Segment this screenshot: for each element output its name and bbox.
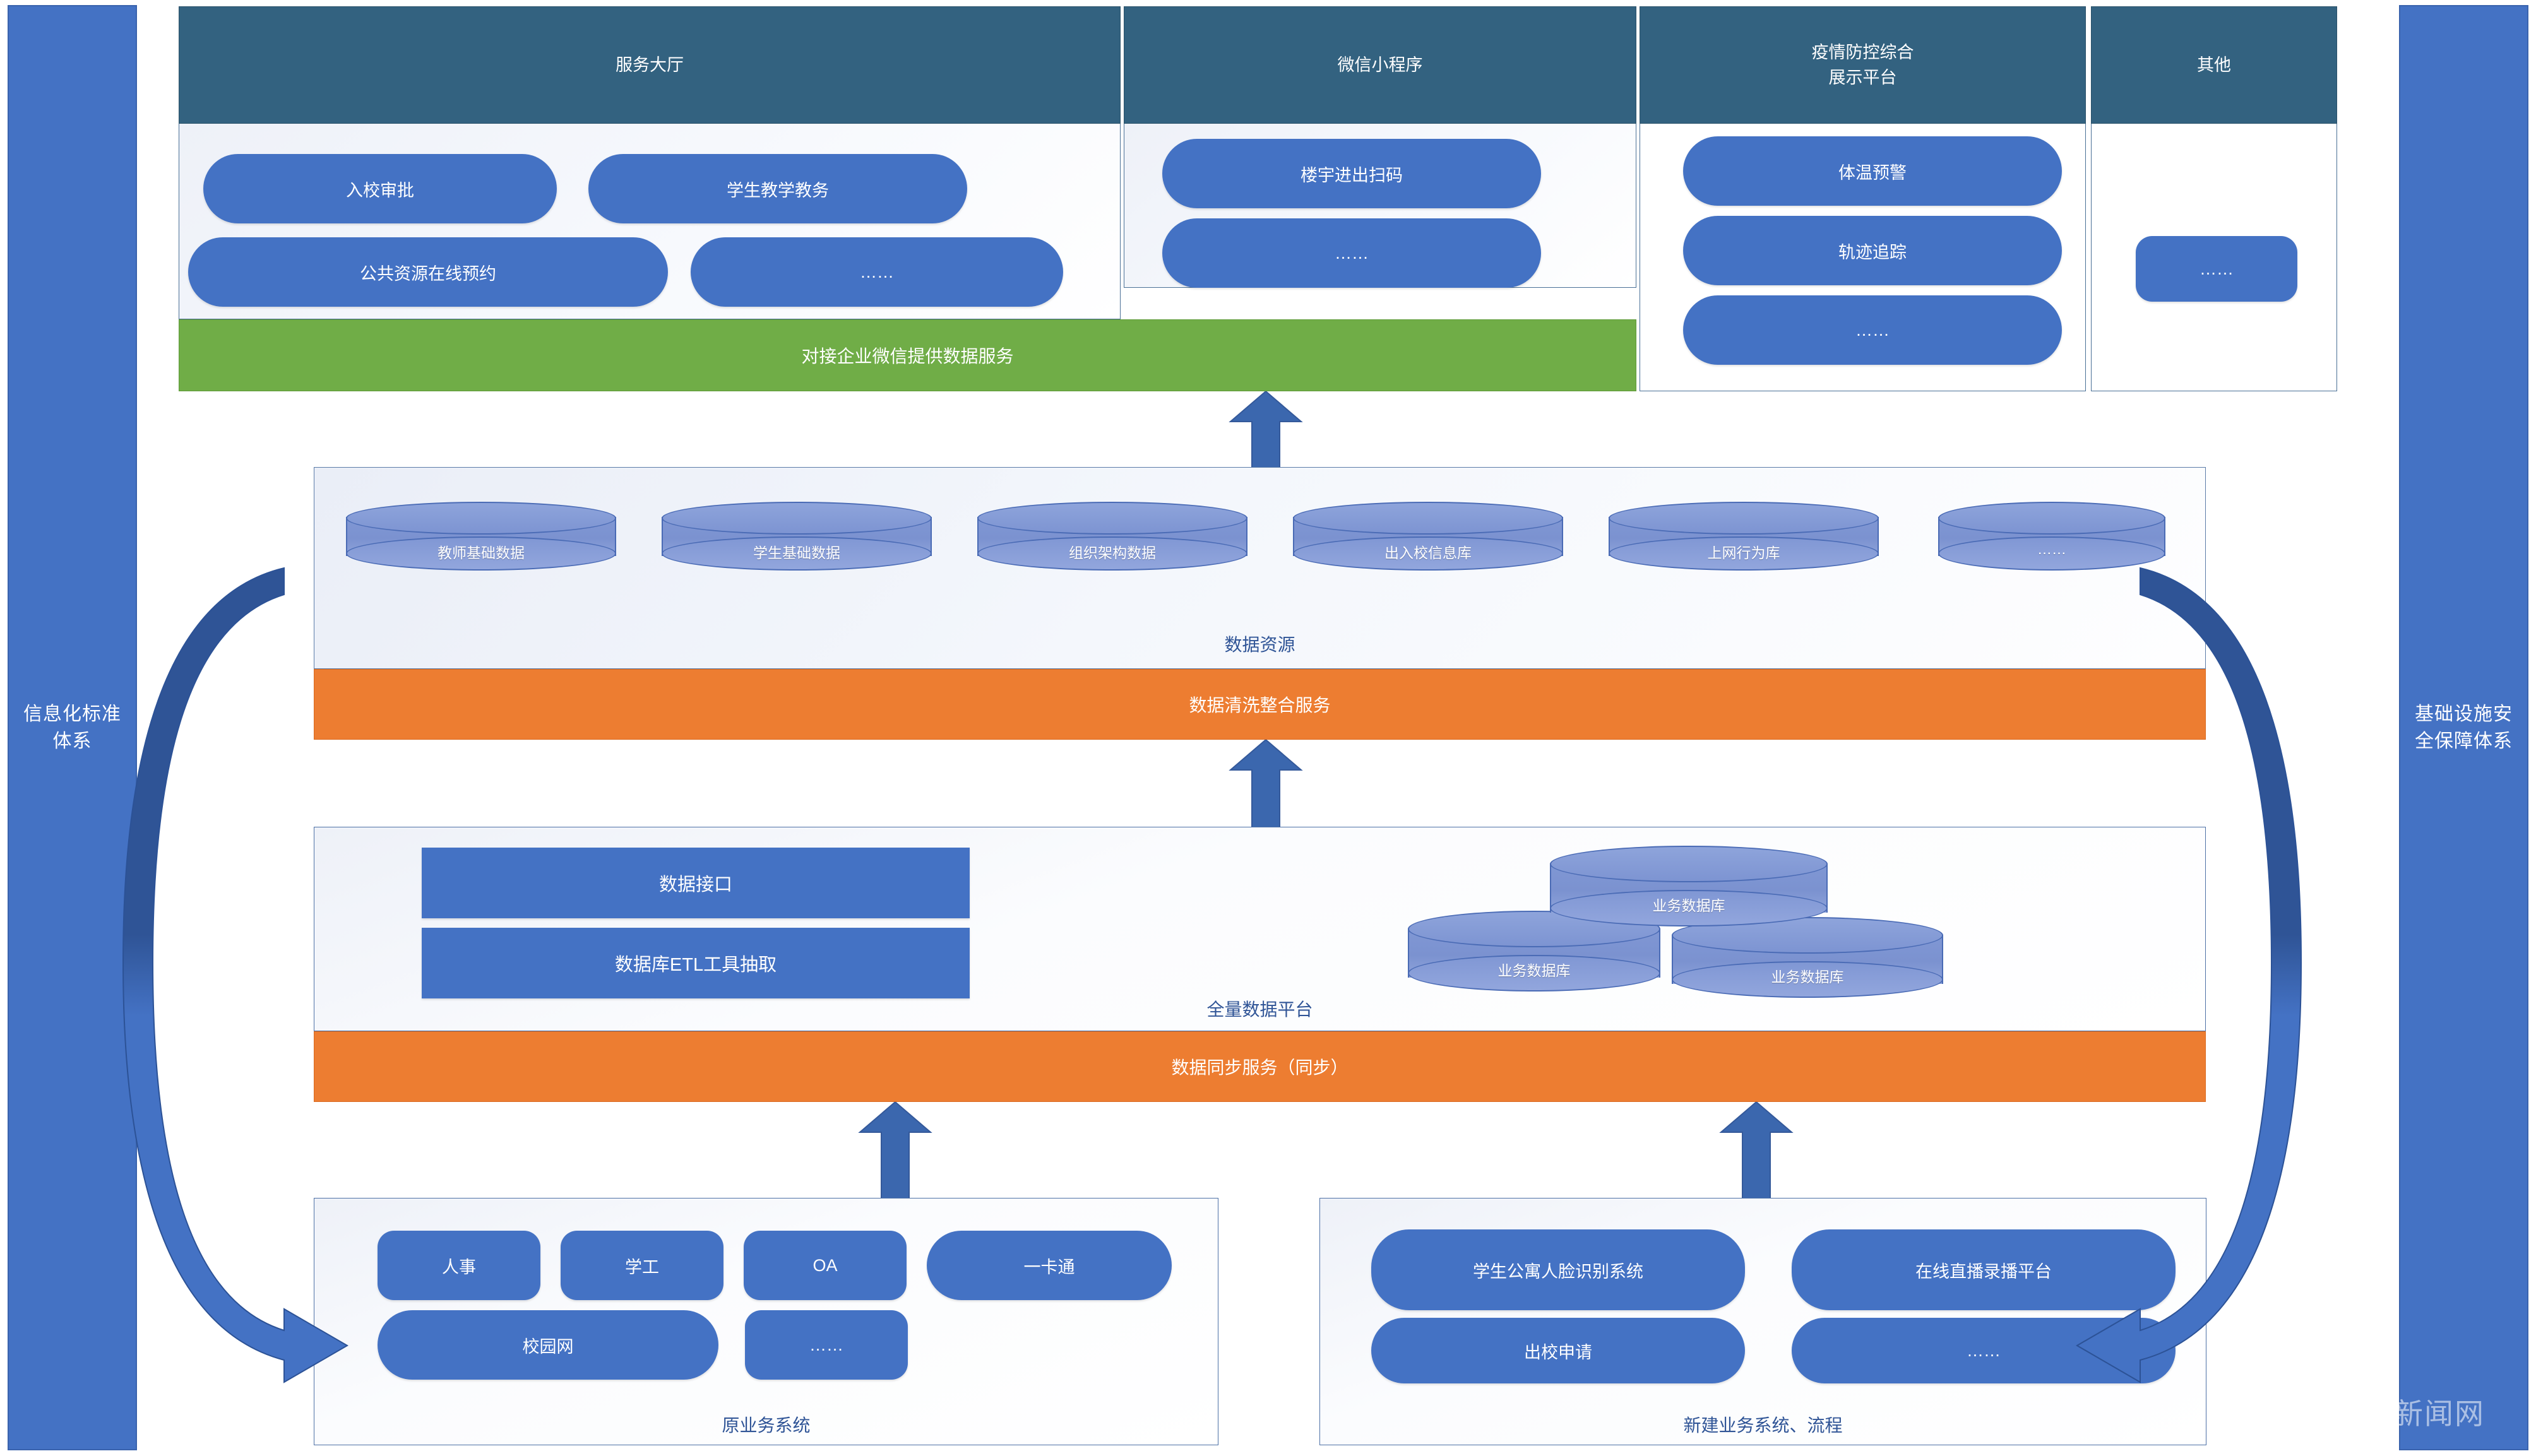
app-tile-label: …… (1335, 243, 1369, 263)
legacy-system-oa[interactable]: OA (744, 1231, 907, 1300)
business-database-left: 业务数据库 (1408, 911, 1660, 993)
legacy-business-systems-label: 原业务系统 (722, 1416, 811, 1435)
app-column-title-other: 其他 (2197, 55, 2231, 74)
data-cleansing-service-band: 数据清洗整合服务 (314, 669, 2206, 740)
app-column-body-wechat-miniprogram: 楼宇进出扫码 …… (1124, 124, 1636, 288)
new-business-systems-label: 新建业务系统、流程 (1683, 1416, 1843, 1435)
app-tile-student-teaching[interactable]: 学生教学教务 (588, 154, 967, 223)
orange-band-label-cleansing: 数据清洗整合服务 (1189, 695, 1331, 715)
app-tile-label: 公共资源在线预约 (360, 264, 496, 283)
database-teacher-base-data: 教师基础数据 (346, 502, 616, 571)
app-column-header-service-hall: 服务大厅 (179, 6, 1121, 124)
business-database-label: 业务数据库 (1652, 897, 1725, 914)
curved-arrow-left-feedback (122, 567, 348, 1383)
app-column-title-service-hall: 服务大厅 (616, 55, 684, 74)
business-database-label: 业务数据库 (1771, 969, 1844, 985)
database-label: 教师基础数据 (438, 545, 525, 561)
database-org-structure-data: 组织架构数据 (977, 502, 1247, 571)
app-tile-label: …… (1855, 320, 1890, 340)
curved-arrow-right-feedback (2076, 567, 2302, 1383)
app-tile-more-service-hall[interactable]: …… (691, 237, 1063, 307)
app-tile-more-epidemic[interactable]: …… (1683, 295, 2062, 365)
orange-band-label-sync: 数据同步服务（同步） (1171, 1058, 1348, 1077)
app-column-body-other: …… (2091, 124, 2337, 391)
block-data-interface[interactable]: 数据接口 (422, 848, 970, 918)
business-database-top: 业务数据库 (1550, 846, 1828, 928)
legacy-system-more[interactable]: …… (745, 1310, 908, 1380)
legacy-system-label: OA (813, 1255, 838, 1275)
pillar-right-line2: 全保障体系 (2415, 731, 2513, 752)
database-label: 组织架构数据 (1069, 545, 1156, 561)
app-column-header-epidemic-platform: 疫情防控综合 展示平台 (1640, 6, 2086, 124)
new-system-label: 学生公寓人脸识别系统 (1473, 1262, 1643, 1281)
app-tile-label: 楼宇进出扫码 (1301, 165, 1403, 185)
wechat-work-data-service-band: 对接企业微信提供数据服务 (179, 319, 1636, 391)
pillar-right-line1: 基础设施安 (2415, 703, 2513, 725)
database-more: …… (1938, 502, 2165, 571)
full-data-platform-panel-label: 全量数据平台 (1206, 1000, 1313, 1019)
app-column-title-line1: 疫情防控综合 (1811, 42, 1914, 62)
legacy-system-label: 一卡通 (1023, 1257, 1075, 1277)
legacy-system-campus-card[interactable]: 一卡通 (927, 1231, 1172, 1300)
app-tile-label: …… (860, 262, 894, 281)
pillar-left-line2: 体系 (52, 731, 92, 752)
new-system-label: 在线直播录播平台 (1915, 1262, 2052, 1281)
database-internet-behavior: 上网行为库 (1609, 502, 1879, 571)
legacy-system-label: 校园网 (522, 1337, 574, 1356)
legacy-system-hr[interactable]: 人事 (378, 1231, 540, 1300)
database-label: 上网行为库 (1707, 545, 1780, 561)
watermark: 新闻网 (2394, 1397, 2485, 1431)
database-label: 出入校信息库 (1384, 545, 1472, 561)
database-campus-access-info: 出入校信息库 (1293, 502, 1563, 571)
app-tile-label: …… (2200, 259, 2234, 278)
legacy-system-student-affairs[interactable]: 学工 (561, 1231, 723, 1300)
new-system-live-streaming-platform[interactable]: 在线直播录播平台 (1792, 1229, 2176, 1310)
database-label: …… (2037, 541, 2066, 557)
pillar-left-line1: 信息化标准 (23, 703, 121, 725)
app-column-body-service-hall: 入校审批 学生教学教务 公共资源在线预约 …… (179, 124, 1121, 319)
block-label: 数据库ETL工具抽取 (614, 955, 777, 975)
data-resource-panel-label: 数据资源 (1224, 635, 1295, 654)
app-tile-label: 入校审批 (346, 181, 414, 200)
app-column-title-wechat-miniprogram: 微信小程序 (1337, 55, 1423, 74)
data-sync-service-band: 数据同步服务（同步） (314, 1031, 2206, 1102)
new-system-label: …… (1967, 1341, 2001, 1360)
green-band-label: 对接企业微信提供数据服务 (801, 346, 1014, 366)
new-system-dorm-face-recognition[interactable]: 学生公寓人脸识别系统 (1371, 1229, 1745, 1310)
app-column-header-wechat-miniprogram: 微信小程序 (1124, 6, 1636, 124)
business-database-label: 业务数据库 (1497, 962, 1571, 979)
legacy-system-label: 学工 (625, 1257, 659, 1277)
app-tile-temperature-alert[interactable]: 体温预警 (1683, 136, 2062, 206)
app-tile-more-other[interactable]: …… (2136, 236, 2297, 302)
app-tile-public-resource-booking[interactable]: 公共资源在线预约 (188, 237, 668, 307)
app-tile-building-scan-code[interactable]: 楼宇进出扫码 (1162, 139, 1541, 208)
arrow-up-to-data-resource-layer (1229, 740, 1303, 841)
legacy-system-campus-network[interactable]: 校园网 (378, 1310, 718, 1380)
block-label: 数据接口 (658, 875, 732, 895)
database-label: 学生基础数据 (753, 545, 840, 561)
arrow-up-new-systems-to-sync (1719, 1102, 1794, 1203)
new-system-label: 出校申请 (1524, 1342, 1592, 1362)
app-column-header-other: 其他 (2091, 6, 2337, 124)
data-resource-panel (314, 467, 2206, 669)
database-student-base-data: 学生基础数据 (662, 502, 932, 571)
new-system-leave-campus-application[interactable]: 出校申请 (1371, 1318, 1745, 1383)
pillar-left-standards: 信息化标准 体系 (8, 5, 137, 1450)
app-tile-label: 轨迹追踪 (1838, 242, 1907, 262)
app-tile-more-wechat[interactable]: …… (1162, 218, 1541, 288)
app-tile-rx-approval[interactable]: 入校审批 (203, 154, 557, 223)
app-column-title-line2: 展示平台 (1828, 68, 1897, 87)
legacy-system-label: …… (809, 1335, 843, 1354)
pillar-right-infrastructure: 基础设施安 全保障体系 新闻网 (2394, 5, 2528, 1450)
business-database-right: 业务数据库 (1672, 917, 1943, 999)
app-tile-trajectory-tracking[interactable]: 轨迹追踪 (1683, 216, 2062, 285)
block-db-etl-extraction[interactable]: 数据库ETL工具抽取 (422, 928, 970, 998)
app-tile-label: 体温预警 (1838, 163, 1907, 182)
app-tile-label: 学生教学教务 (727, 181, 829, 200)
app-column-body-epidemic-platform: 体温预警 轨迹追踪 …… (1640, 124, 2086, 391)
arrow-up-legacy-systems-to-sync (858, 1102, 932, 1203)
legacy-system-label: 人事 (442, 1257, 476, 1277)
